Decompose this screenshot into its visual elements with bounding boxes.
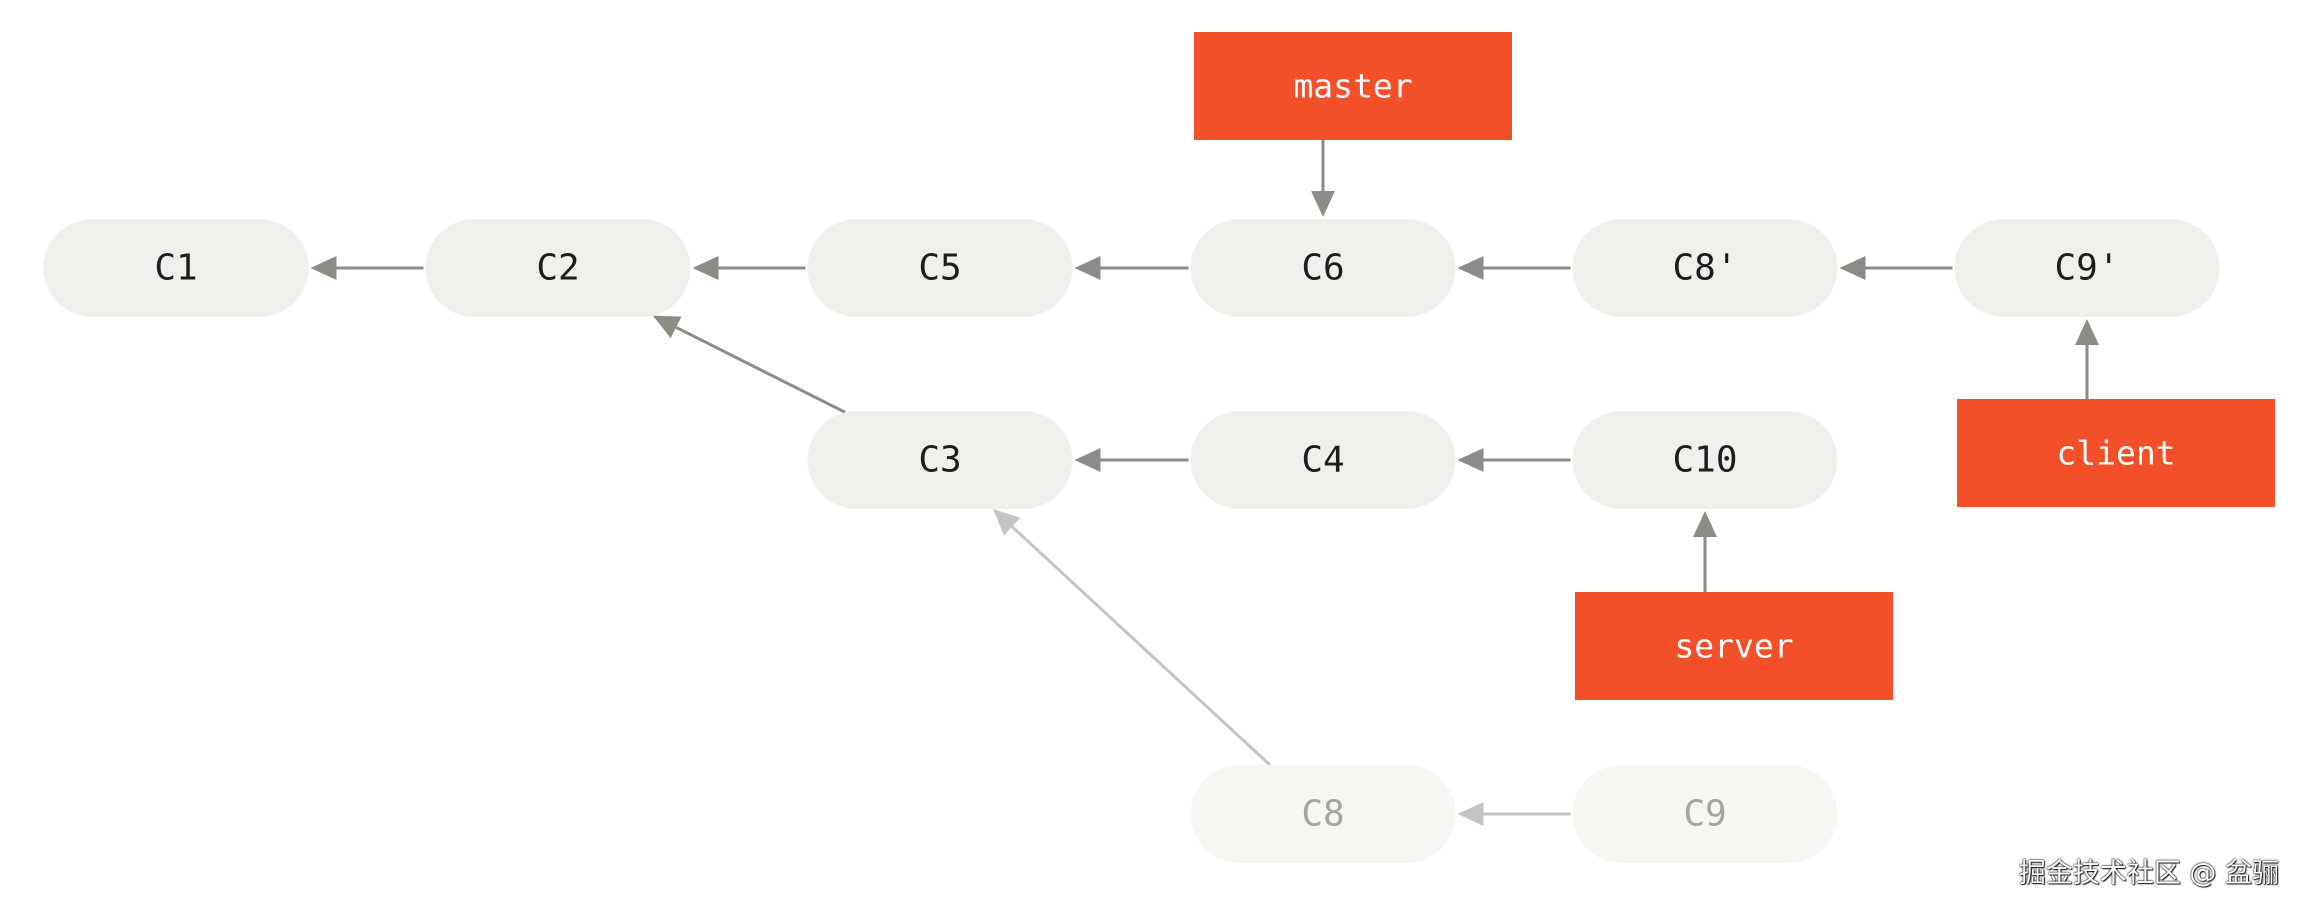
commit-pill xyxy=(807,411,1073,509)
branch-master: master xyxy=(1194,32,1512,140)
parent-link-c8p-to-c6 xyxy=(1457,256,1571,280)
commit-node-c8p: C8' xyxy=(1572,219,1838,317)
commit-node-c3: C3 xyxy=(807,411,1073,509)
arrow-line xyxy=(1011,525,1272,767)
commit-label: C2 xyxy=(536,248,579,289)
parent-link-c3-to-c2 xyxy=(652,315,846,414)
commit-pill xyxy=(1190,765,1456,863)
commit-node-c2: C2 xyxy=(425,219,691,317)
branch-label: client xyxy=(2056,434,2175,473)
commit-label: C8 xyxy=(1301,794,1344,835)
commit-node-c5: C5 xyxy=(807,219,1073,317)
commit-label: C4 xyxy=(1301,440,1344,481)
commit-pill xyxy=(1190,219,1456,317)
parent-link-c6-to-c5 xyxy=(1074,256,1189,280)
parent-link-c4-to-c3 xyxy=(1074,448,1189,472)
arrowhead-icon xyxy=(1693,511,1717,537)
commit-node-c8: C8 xyxy=(1190,765,1456,863)
parent-link-c8-to-c3 xyxy=(993,509,1272,767)
parent-link-c10-to-c4 xyxy=(1457,448,1571,472)
branch-pointer-arrow-server xyxy=(1693,511,1717,592)
commit-label: C8' xyxy=(1672,248,1737,289)
watermark-text: 掘金技术社区 @ 盆骊 xyxy=(2018,858,2279,889)
commit-pill xyxy=(1572,765,1838,863)
arrowhead-icon xyxy=(2075,319,2099,345)
branch-label: master xyxy=(1293,67,1412,106)
branch-pointers: master client server xyxy=(1194,32,2275,700)
branch-box xyxy=(1575,592,1893,700)
commit-label: C3 xyxy=(918,440,961,481)
parent-link-c9p-to-c8p xyxy=(1839,256,1953,280)
commit-node-c4: C4 xyxy=(1190,411,1456,509)
parent-link-c2-to-c1 xyxy=(310,256,424,280)
commit-node-c10: C10 xyxy=(1572,411,1838,509)
parent-link-c5-to-c2 xyxy=(692,256,806,280)
arrowhead-icon xyxy=(1457,802,1484,826)
branch-label: server xyxy=(1674,627,1793,666)
commit-pill xyxy=(1572,219,1838,317)
arrowhead-icon xyxy=(692,256,719,280)
parent-links xyxy=(310,140,2099,826)
commit-node-c1: C1 xyxy=(43,219,309,317)
commit-pill xyxy=(1572,411,1838,509)
commit-label: C6 xyxy=(1301,248,1344,289)
commit-label: C5 xyxy=(918,248,961,289)
branch-client: client xyxy=(1957,399,2275,507)
arrowhead-icon xyxy=(652,315,682,339)
arrow-line xyxy=(675,326,846,414)
commit-pill xyxy=(1190,411,1456,509)
commit-pill xyxy=(1954,219,2220,317)
arrowhead-icon xyxy=(310,256,337,280)
commit-label: C1 xyxy=(154,248,197,289)
parent-link-c9-to-c8 xyxy=(1457,802,1571,826)
branch-server: server xyxy=(1575,592,1893,700)
commit-label: C9 xyxy=(1683,794,1726,835)
commit-node-c9: C9 xyxy=(1572,765,1838,863)
arrowhead-icon xyxy=(1074,256,1101,280)
commit-node-c6: C6 xyxy=(1190,219,1456,317)
arrowhead-icon xyxy=(1311,191,1335,217)
commit-pill xyxy=(43,219,309,317)
arrowhead-icon xyxy=(1457,448,1484,472)
commit-pill xyxy=(807,219,1073,317)
branch-pointer-arrow-master xyxy=(1311,140,1335,217)
branch-box xyxy=(1957,399,2275,507)
commit-node-c9p: C9' xyxy=(1954,219,2220,317)
arrowhead-icon xyxy=(1839,256,1866,280)
branch-pointer-arrow-client xyxy=(2075,319,2099,399)
commit-pill xyxy=(425,219,691,317)
commit-label: C9' xyxy=(2054,248,2119,289)
commit-label: C10 xyxy=(1672,440,1737,481)
arrowhead-icon xyxy=(1074,448,1101,472)
arrowhead-icon xyxy=(1457,256,1484,280)
arrowhead-icon xyxy=(993,509,1021,536)
branch-box xyxy=(1194,32,1512,140)
